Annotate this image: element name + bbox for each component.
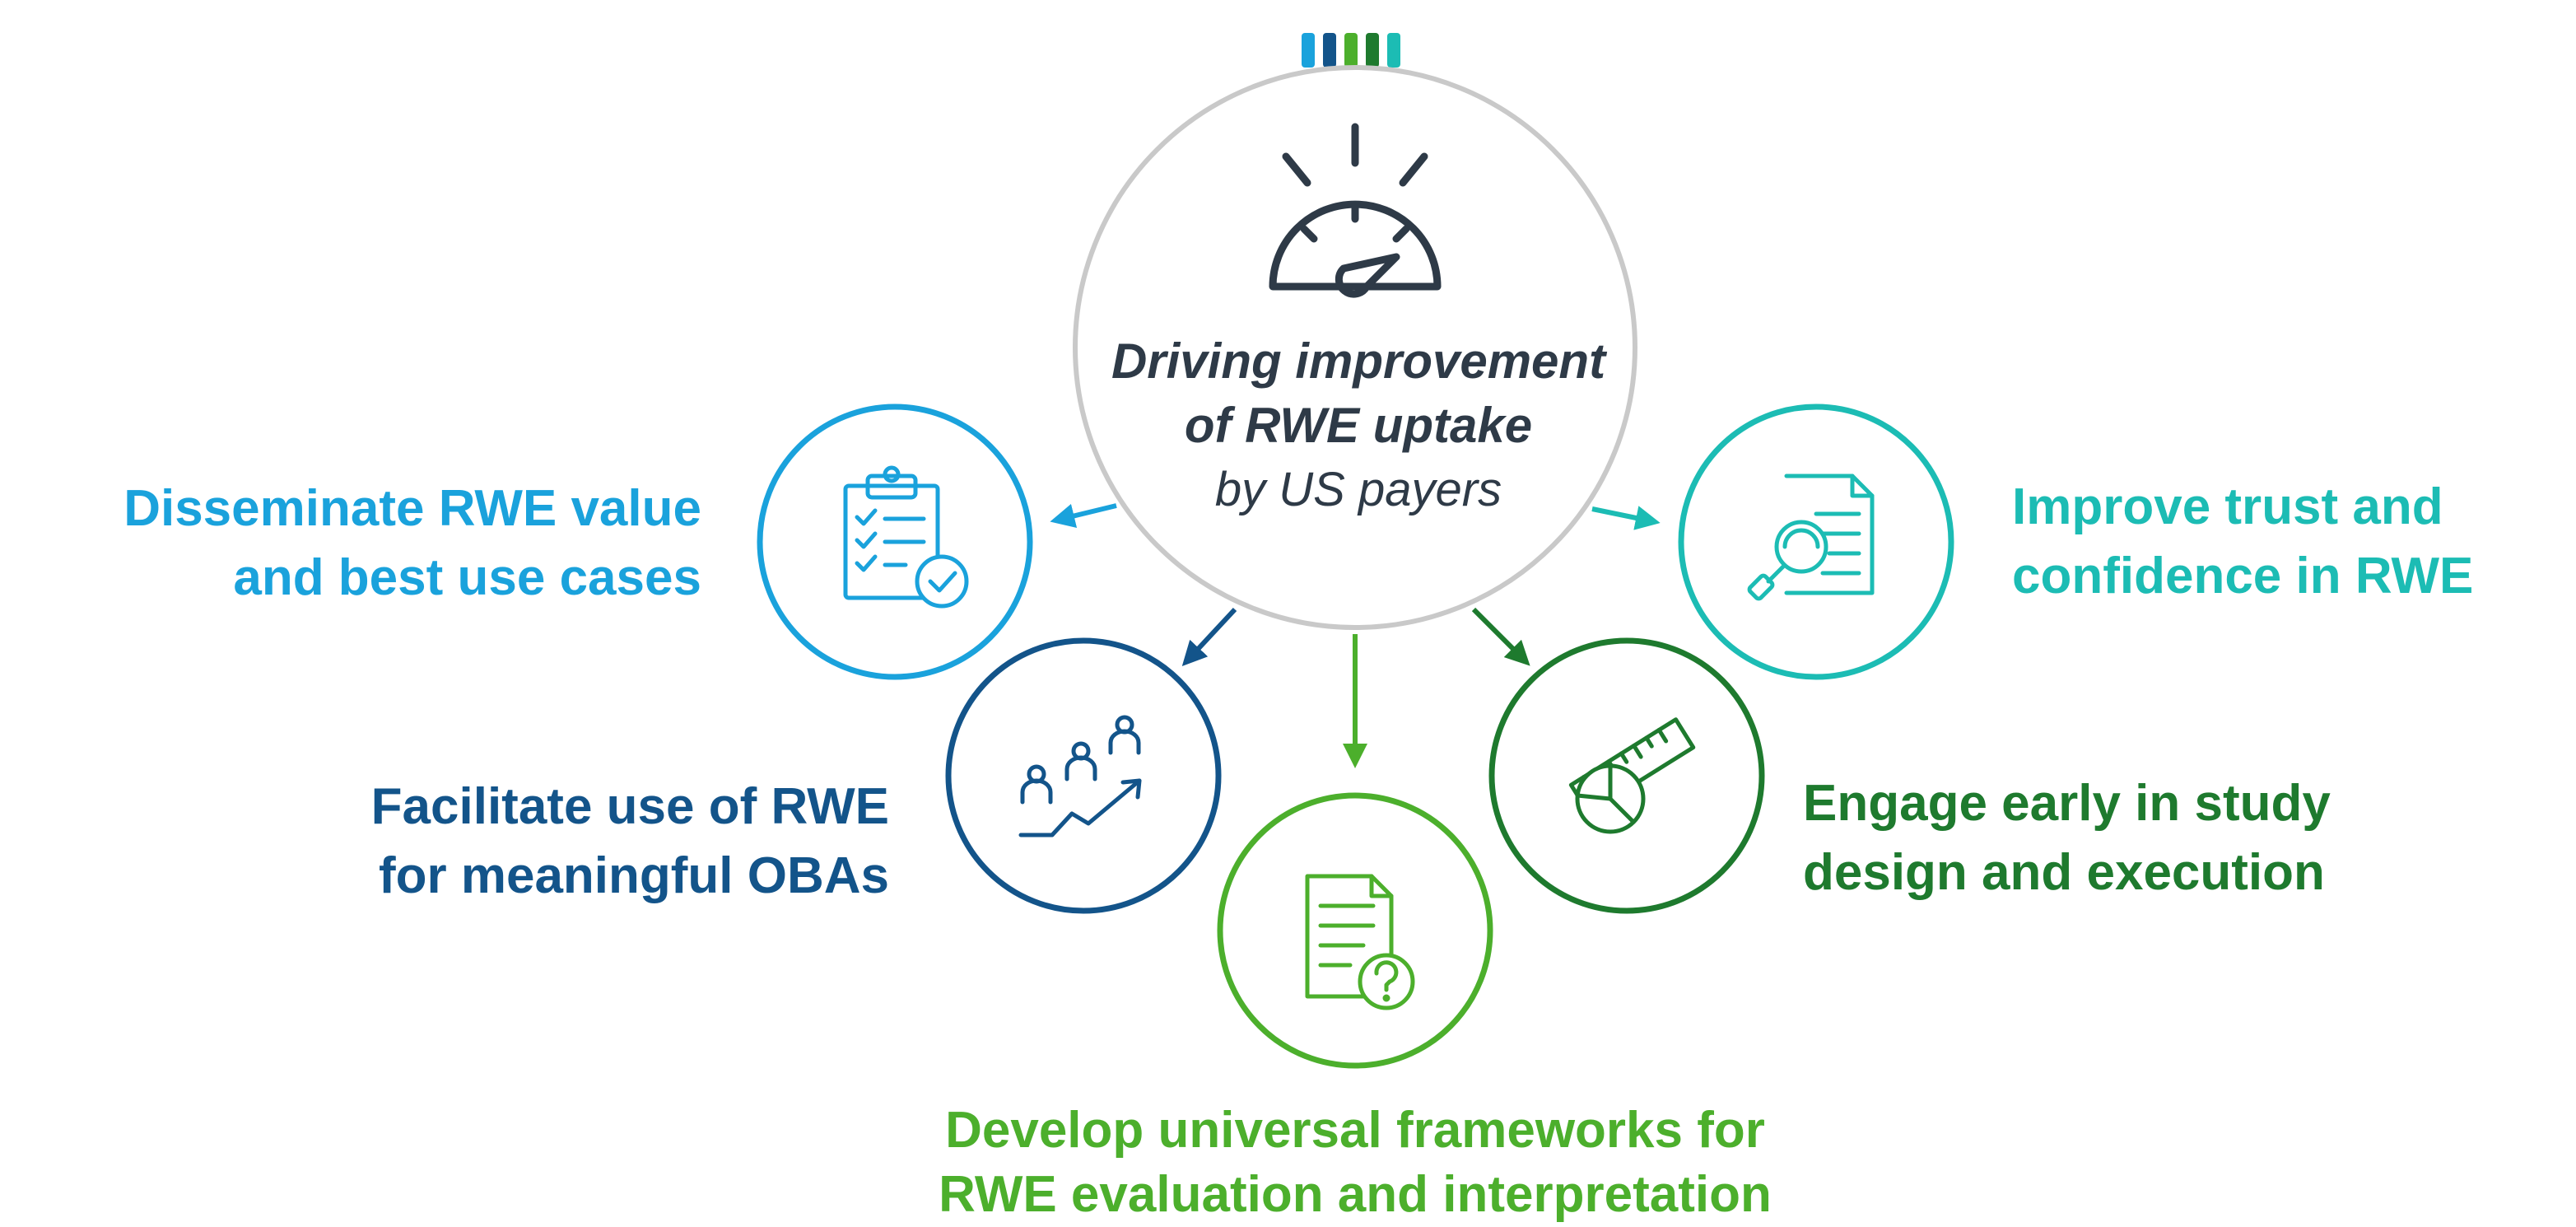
facilitate-label-line1: Facilitate use of RWE (370, 778, 889, 835)
disseminate-label-line1: Disseminate RWE value (123, 480, 701, 537)
engage-label-line2: design and execution (1803, 844, 2325, 901)
facilitate-circle (945, 637, 1222, 914)
arrow-to-disseminate (1050, 503, 1117, 529)
top-color-bars (1302, 33, 1400, 68)
ruler-pie-chart-icon (1568, 717, 1696, 834)
improve-label-line2: confidence in RWE (2012, 548, 2474, 604)
arrow-to-engage (1471, 607, 1530, 666)
facilitate-label: Facilitate use of RWE for meaningful OBA… (247, 772, 889, 911)
center-title-line2: of RWE uptake (1184, 398, 1533, 453)
document-question-icon (1305, 874, 1415, 1010)
improve-label-line1: Improve trust and (2012, 478, 2443, 535)
speedometer-icon (1269, 123, 1442, 298)
clipboard-checklist-icon (843, 465, 969, 609)
facilitate-label-line2: for meaningful OBAs (378, 847, 889, 904)
disseminate-label: Disseminate RWE value and best use cases (33, 474, 701, 613)
develop-circle (1217, 792, 1493, 1069)
center-title-line1: Driving improvement (1111, 334, 1606, 389)
center-circle (1073, 65, 1637, 630)
engage-label-line1: Engage early in study (1803, 775, 2331, 832)
disseminate-label-line2: and best use cases (233, 549, 701, 606)
arrow-to-improve (1591, 506, 1661, 530)
center-title: Driving improvement of RWE uptake by US … (1078, 329, 1638, 522)
develop-label-line2: RWE evaluation and interpretation (939, 1166, 1772, 1223)
people-growth-chart-icon (1018, 715, 1142, 837)
document-magnifier-icon (1747, 474, 1875, 601)
arrow-to-facilitate (1181, 607, 1237, 666)
develop-label-line1: Develop universal frameworks for (945, 1102, 1765, 1159)
develop-label: Develop universal frameworks for RWE eva… (861, 1099, 1849, 1227)
improve-label: Improve trust and confidence in RWE (2012, 473, 2555, 611)
engage-label: Engage early in study design and executi… (1803, 769, 2478, 907)
center-subtitle: by US payers (1214, 463, 1502, 516)
